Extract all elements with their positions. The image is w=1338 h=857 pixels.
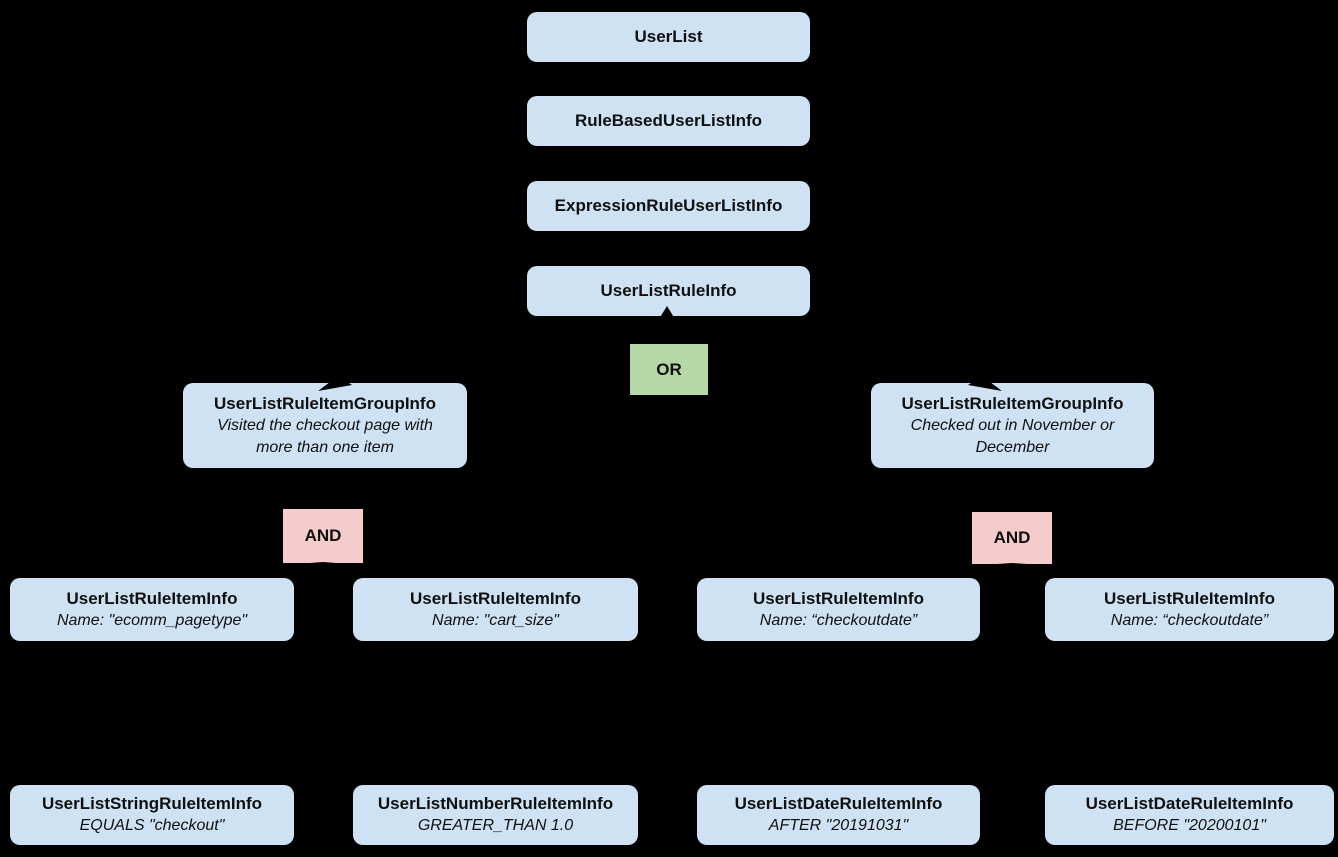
- node-numberruleiteminfo: UserListNumberRuleItemInfo GREATER_THAN …: [353, 785, 638, 845]
- node-ruleitem-ecomm-pagetype-label: UserListRuleItemInfo: [66, 588, 238, 608]
- node-dateruleiteminfo-before: UserListDateRuleItemInfo BEFORE "2020010…: [1045, 785, 1334, 845]
- node-group-right: UserListRuleItemGroupInfo Checked out in…: [871, 383, 1154, 468]
- node-group-right-description: Checked out in November or December: [910, 416, 1115, 456]
- node-ruleitem-checkoutdate-after: UserListRuleItemInfo Name: “checkoutdate…: [697, 578, 980, 641]
- node-ruleitem-cart-size: UserListRuleItemInfo Name: "cart_size": [353, 578, 638, 641]
- and-operator-left-label: AND: [304, 526, 342, 545]
- node-ruleitem-cart-size-description: Name: "cart_size": [432, 611, 559, 629]
- edge-or-groupleft: [335, 367, 631, 381]
- node-rulebaseduserlistinfo-label: RuleBasedUserListInfo: [574, 111, 763, 130]
- node-expressionruleuserlistinfo: ExpressionRuleUserListInfo: [527, 181, 810, 231]
- node-userlist: UserList: [527, 12, 810, 62]
- node-group-right-label: UserListRuleItemGroupInfo: [901, 393, 1124, 413]
- or-operator-box: OR: [630, 344, 708, 395]
- node-ruleitem-checkoutdate-before-label: UserListRuleItemInfo: [1104, 588, 1275, 608]
- edge-andleft-item1: [151, 562, 324, 577]
- edge-andright-item4: [1011, 563, 1190, 577]
- node-dateruleiteminfo-before-label: UserListDateRuleItemInfo: [1085, 794, 1294, 813]
- node-ruleitem-ecomm-pagetype: UserListRuleItemInfo Name: "ecomm_pagety…: [10, 578, 294, 641]
- node-numberruleiteminfo-description: GREATER_THAN 1.0: [417, 817, 574, 834]
- node-ruleitem-cart-size-label: UserListRuleItemInfo: [410, 588, 581, 608]
- node-userlistruleinfo: UserListRuleInfo: [527, 266, 810, 316]
- edge-andright-item3: [837, 563, 1013, 577]
- node-stringruleiteminfo: UserListStringRuleItemInfo EQUALS "check…: [10, 785, 294, 845]
- and-operator-box-left: AND: [283, 509, 363, 563]
- node-userlist-label: UserList: [634, 27, 703, 46]
- and-operator-box-right: AND: [972, 512, 1052, 564]
- node-rulebaseduserlistinfo: RuleBasedUserListInfo: [527, 96, 810, 146]
- node-group-left-label: UserListRuleItemGroupInfo: [214, 393, 436, 413]
- or-operator-label: OR: [656, 359, 682, 379]
- node-dateruleiteminfo-after: UserListDateRuleItemInfo AFTER "20191031…: [697, 785, 980, 845]
- node-group-left-description: Visited the checkout page with more than…: [217, 416, 433, 456]
- edge-andleft-item2: [322, 562, 496, 577]
- node-ruleitem-checkoutdate-after-description: Name: “checkoutdate”: [759, 611, 918, 629]
- node-numberruleiteminfo-label: UserListNumberRuleItemInfo: [377, 794, 614, 813]
- node-ruleitem-checkoutdate-before: UserListRuleItemInfo Name: “checkoutdate…: [1045, 578, 1334, 641]
- and-operator-right-label: AND: [993, 528, 1031, 547]
- node-ruleitem-checkoutdate-after-label: UserListRuleItemInfo: [753, 588, 924, 608]
- node-dateruleiteminfo-after-label: UserListDateRuleItemInfo: [734, 794, 943, 813]
- node-ruleitem-checkoutdate-before-description: Name: “checkoutdate”: [1110, 611, 1269, 629]
- node-userlistruleinfo-label: UserListRuleInfo: [600, 281, 737, 300]
- node-dateruleiteminfo-before-description: BEFORE "20200101": [1113, 817, 1266, 834]
- edge-or-groupright: [707, 367, 1001, 381]
- node-stringruleiteminfo-description: EQUALS "checkout": [79, 817, 225, 834]
- node-group-left: UserListRuleItemGroupInfo Visited the ch…: [183, 383, 467, 468]
- node-stringruleiteminfo-label: UserListStringRuleItemInfo: [41, 794, 263, 813]
- node-expressionruleuserlistinfo-label: ExpressionRuleUserListInfo: [554, 196, 783, 215]
- node-ruleitem-ecomm-pagetype-description: Name: "ecomm_pagetype": [56, 611, 248, 629]
- node-dateruleiteminfo-after-description: AFTER "20191031": [768, 817, 909, 834]
